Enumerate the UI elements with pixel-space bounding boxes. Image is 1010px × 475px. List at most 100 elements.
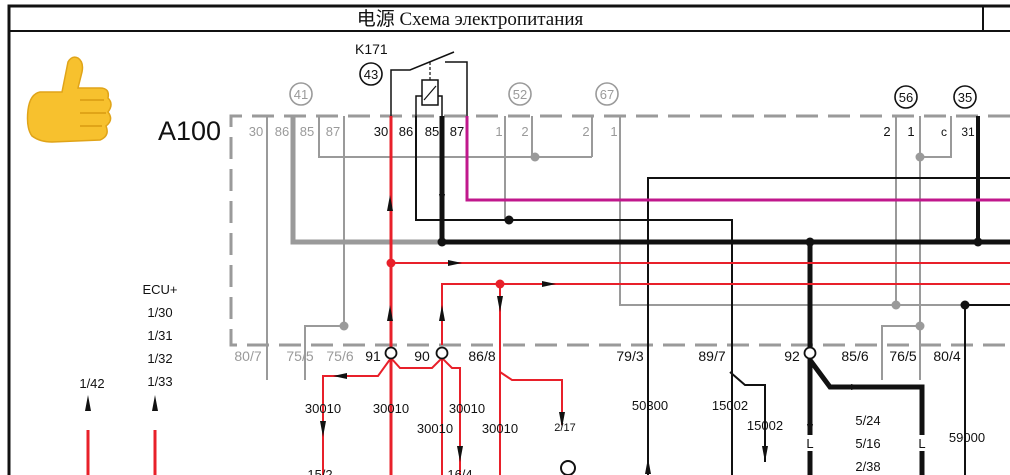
pin-label: 87 [326, 124, 340, 139]
pin-label: 30 [374, 124, 388, 139]
destination-ref: 15/2 [307, 467, 332, 475]
arrow-icon [762, 446, 768, 462]
relay-contact [445, 61, 468, 116]
ecu-pin: 1/30 [147, 305, 172, 320]
ecu-label: ECU+ [142, 282, 177, 297]
junction-dot [437, 237, 447, 247]
mark-bg [917, 435, 927, 451]
location-marker-label: 41 [294, 87, 308, 102]
location-marker-label: 35 [958, 90, 972, 105]
mark-bg [805, 435, 815, 451]
wire [304, 116, 345, 380]
pin-label: 87 [450, 124, 464, 139]
pin-label: 2 [521, 124, 528, 139]
pin-label: 1 [610, 124, 617, 139]
thumbs-up-icon [26, 56, 112, 143]
wire [619, 116, 965, 306]
wire [441, 283, 1010, 345]
wire [807, 358, 925, 475]
ecu-pin: 1/31 [147, 328, 172, 343]
pin-label: 86 [275, 124, 289, 139]
pin-label: 1 [495, 124, 502, 139]
destination-ref: 5/24 [855, 413, 880, 428]
wire-code: 30010 [417, 421, 453, 436]
arrow-icon [497, 296, 503, 312]
junction-dot [530, 152, 540, 162]
sheet-border [7, 4, 1010, 475]
wire-code: 30010 [305, 401, 341, 416]
destination-ref: 16/4 [447, 467, 472, 475]
pin-label: 2 [582, 124, 589, 139]
arrow-icon [807, 424, 813, 440]
pin-label: 30 [249, 124, 263, 139]
location-marker-label: 67 [600, 87, 614, 102]
location-marker [289, 82, 313, 106]
location-marker-label: 52 [513, 87, 527, 102]
pin-label: 91 [365, 348, 381, 364]
wire [415, 116, 733, 475]
arrow-icon [542, 281, 556, 287]
wire-code: 30010 [482, 421, 518, 436]
pin-label: 90 [414, 348, 430, 364]
arrow-icon [851, 384, 865, 390]
wire-code: 30010 [449, 401, 485, 416]
pin-label: 1 [907, 124, 914, 139]
wire [881, 325, 920, 380]
wire [438, 95, 443, 116]
connector-icon [803, 346, 817, 360]
ecu-pin: 1/32 [147, 351, 172, 366]
pin-label: 80/7 [234, 348, 261, 364]
pin-label: 76/5 [889, 348, 916, 364]
arrow-icon [387, 195, 393, 211]
arrow-icon [85, 395, 91, 411]
wire-code: 50300 [632, 398, 668, 413]
arrow-icon [439, 305, 445, 321]
wire-code: 30010 [373, 401, 409, 416]
arrow-icon [320, 421, 326, 437]
pin-label: c [941, 125, 947, 139]
pin-label: 85 [300, 124, 314, 139]
arrow-icon [559, 412, 565, 428]
wire [390, 356, 461, 475]
relay-switch [390, 51, 455, 116]
pin-label: 2 [883, 124, 890, 139]
component-label: A100 [158, 116, 221, 146]
wire-code: 59000 [949, 430, 985, 445]
wire [290, 116, 442, 245]
wire [322, 357, 392, 475]
arrow-icon [387, 305, 393, 321]
wire [647, 177, 1010, 475]
pin-label: 80/4 [933, 348, 960, 364]
pin-label: 86 [399, 124, 413, 139]
destination-ref: 5/16 [855, 436, 880, 451]
wire-code: 15002 [712, 398, 748, 413]
arrow-icon [439, 194, 445, 210]
ground-mark: L [806, 436, 813, 451]
location-marker [894, 85, 918, 109]
pin-label: 75/6 [326, 348, 353, 364]
arrow-icon [152, 395, 158, 411]
arrow-icon [645, 458, 651, 474]
location-marker [508, 82, 532, 106]
diagram-title: 电源 Схема электропитания [357, 8, 584, 30]
connector-icon [384, 346, 398, 360]
location-marker [359, 62, 383, 86]
location-marker-label: 56 [899, 90, 913, 105]
pin-label: 85 [425, 124, 439, 139]
wire [729, 371, 766, 462]
magenta-wire [465, 116, 1010, 202]
arrow-icon [448, 260, 462, 266]
arrow-icon [333, 373, 347, 379]
pin-label: 75/5 [286, 348, 313, 364]
relay-coil-mark [423, 85, 437, 101]
destination-ref: 2/38 [855, 459, 880, 474]
ground-mark: L [918, 436, 925, 451]
wire-code: 15002 [747, 418, 783, 433]
pin-label: 89/7 [698, 348, 725, 364]
pin-label: 86/8 [468, 348, 495, 364]
pin-label: 79/3 [616, 348, 643, 364]
wire [318, 116, 592, 158]
